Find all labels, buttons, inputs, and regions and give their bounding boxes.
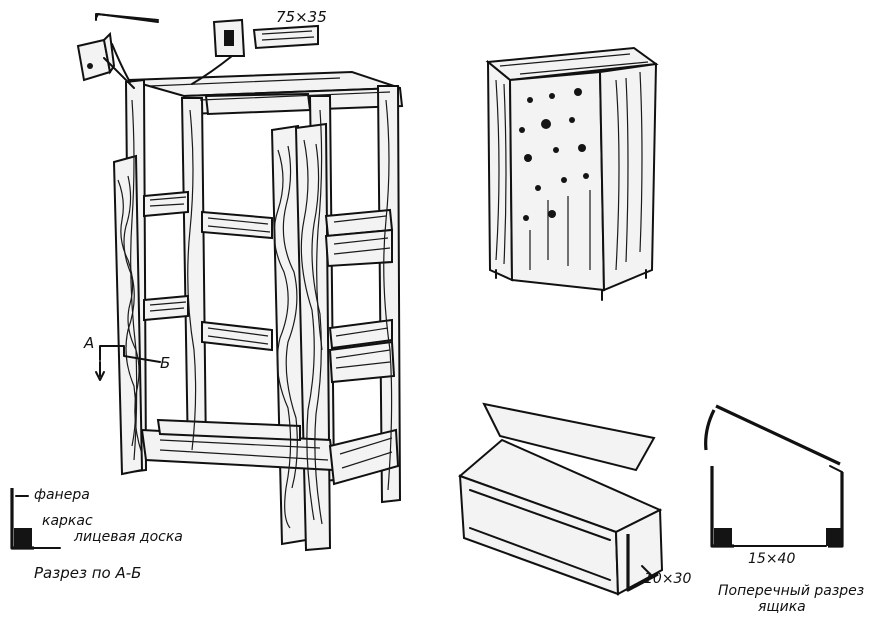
rail-right-1b bbox=[324, 228, 393, 268]
frame-bottom-right bbox=[328, 428, 400, 486]
cabinet-legs bbox=[495, 269, 647, 301]
label-frame: каркас bbox=[42, 513, 93, 529]
section-symbol bbox=[10, 488, 61, 550]
label-cross-section-1: Поперечный разрез bbox=[718, 583, 865, 599]
label-section-caption: Разрез по А-Б bbox=[34, 564, 142, 582]
section-marker-ab bbox=[95, 345, 161, 381]
wood-grain bbox=[117, 77, 393, 529]
rail-right-2b bbox=[328, 340, 396, 384]
label-section-a: А bbox=[84, 334, 95, 352]
label-size-box-edge: 10×30 bbox=[644, 571, 692, 587]
rail-left-2 bbox=[143, 294, 189, 322]
cabinet-frame bbox=[112, 70, 404, 552]
label-face-board: лицевая доска bbox=[74, 529, 183, 545]
assembled-cabinet bbox=[485, 46, 659, 301]
box-edge-strip bbox=[626, 534, 659, 592]
box-cross-section bbox=[704, 404, 844, 548]
rail-right-2 bbox=[328, 318, 393, 350]
label-cross-section-2: ящика bbox=[758, 599, 806, 615]
label-section-b: Б bbox=[160, 354, 171, 372]
rail-mid-1 bbox=[201, 210, 273, 240]
post-mid-left bbox=[180, 97, 208, 459]
storage-box bbox=[458, 402, 664, 596]
box-lid bbox=[482, 402, 656, 472]
label-size-frame: 75×35 bbox=[276, 8, 327, 26]
label-plywood: фанера bbox=[34, 487, 90, 503]
hardware-details bbox=[76, 13, 319, 89]
cabinet-texture bbox=[495, 53, 649, 271]
section-lid bbox=[704, 404, 841, 466]
label-size-box-rail: 15×40 bbox=[748, 551, 796, 567]
cabinet-left-edge bbox=[486, 59, 514, 282]
